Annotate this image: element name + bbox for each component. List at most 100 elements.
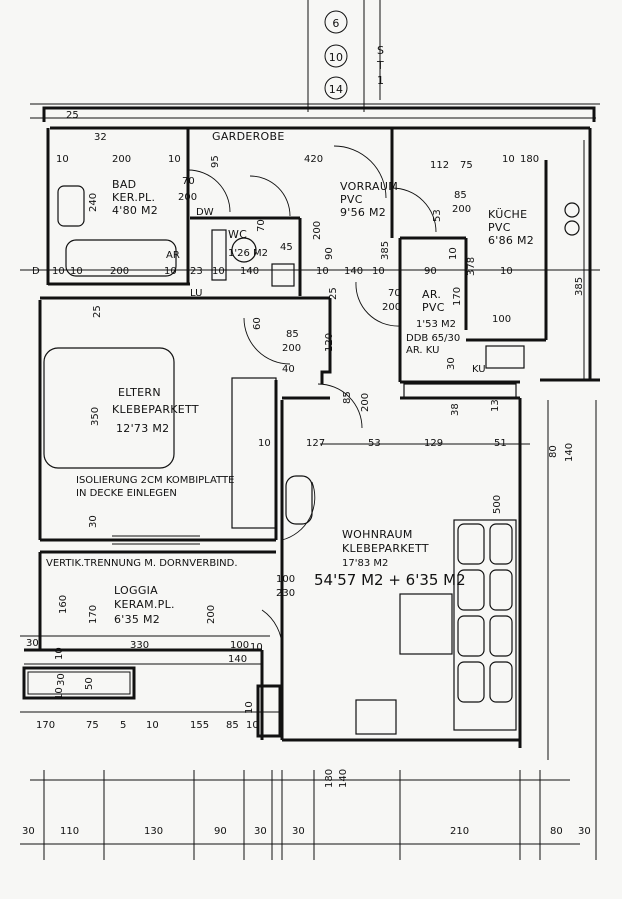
dim-label: 25 bbox=[328, 287, 339, 300]
dim-label: 378 bbox=[466, 257, 477, 276]
dim-label: 200 bbox=[452, 204, 471, 215]
room-floor-bad: KER.PL. bbox=[112, 191, 155, 204]
dim-label: 210 bbox=[450, 826, 469, 837]
dimension-lines bbox=[20, 117, 600, 860]
room-floor-ar: PVC bbox=[422, 301, 445, 314]
dim-label: 110 bbox=[60, 826, 79, 837]
dim-label: 75 bbox=[86, 720, 99, 731]
dim-label: 155 bbox=[190, 720, 209, 731]
room-name-garderobe: GARDEROBE bbox=[212, 130, 285, 143]
header-letter: T bbox=[376, 59, 384, 72]
circle-label: 14 bbox=[329, 83, 344, 96]
dim-label: 10 bbox=[212, 266, 225, 277]
dim-label: 90 bbox=[214, 826, 227, 837]
kitchen-sink-icon bbox=[485, 345, 525, 369]
dim-label: 10 bbox=[258, 438, 271, 449]
dim-label: 100 bbox=[492, 314, 511, 325]
dim-label: 200 bbox=[112, 154, 131, 165]
dim-label: 140 bbox=[338, 769, 349, 788]
tick-marks bbox=[43, 770, 541, 860]
dim-label: 140 bbox=[240, 266, 259, 277]
dim-label: 95 bbox=[210, 155, 221, 168]
dim-label: 30 bbox=[88, 515, 99, 528]
dim-label: 240 bbox=[88, 193, 99, 212]
dim-label: 330 bbox=[130, 640, 149, 651]
dim-label: 140 bbox=[228, 654, 247, 665]
header-letter: S bbox=[377, 44, 384, 57]
room-area-kueche: 6'86 M2 bbox=[488, 234, 534, 247]
dim-label: 30 bbox=[578, 826, 591, 837]
dim-label: 40 bbox=[282, 364, 295, 375]
header-strip: 6 10 14 S T 1 bbox=[307, 0, 384, 112]
dim-label: 70 bbox=[256, 219, 267, 232]
dim-label: 10 bbox=[52, 266, 65, 277]
fixtures bbox=[43, 185, 580, 735]
room-area-wohnraum: 17'83 M2 bbox=[342, 558, 388, 569]
dim-label: 38 bbox=[450, 403, 461, 416]
room-name-vorraum: VORRAUM bbox=[340, 180, 398, 193]
dim-label: 200 bbox=[382, 302, 401, 313]
dim-label: 129 bbox=[424, 438, 443, 449]
dim-label: 180 bbox=[324, 769, 335, 788]
dim-label: 30 bbox=[446, 357, 457, 370]
dim-label: 70 bbox=[388, 288, 401, 299]
room-floor-loggia: KERAM.PL. bbox=[114, 598, 175, 611]
dim-label: 30 bbox=[56, 673, 67, 686]
chair-icon bbox=[285, 475, 313, 525]
room-area-bad: 4'80 M2 bbox=[112, 204, 158, 217]
dim-label: 10 bbox=[316, 266, 329, 277]
wc-tank-icon bbox=[211, 229, 227, 281]
coffee-table-icon bbox=[399, 593, 453, 655]
circle-marker bbox=[324, 44, 348, 68]
dim-label: 80 bbox=[550, 826, 563, 837]
dim-label: 170 bbox=[36, 720, 55, 731]
dim-label: 385 bbox=[574, 277, 585, 296]
dim-label: 25 bbox=[92, 305, 103, 318]
note-ar-ku: AR. KU bbox=[406, 345, 439, 356]
dim-label: 50 bbox=[84, 677, 95, 690]
dim-label: 10 bbox=[168, 154, 181, 165]
label-ar: AR bbox=[166, 250, 180, 261]
notes: ISOLIERUNG 2CM KOMBIPLATTE IN DECKE EINL… bbox=[32, 207, 486, 569]
total-area: 54'57 M2 + 6'35 M2 bbox=[314, 571, 466, 589]
dim-label: 85 bbox=[226, 720, 239, 731]
dim-label: 140 bbox=[344, 266, 363, 277]
armchair-icon bbox=[355, 699, 397, 735]
dim-label: 200 bbox=[282, 343, 301, 354]
dim-label: 200 bbox=[206, 605, 217, 624]
dim-label: 10 bbox=[54, 687, 65, 700]
dim-label: 500 bbox=[492, 495, 503, 514]
dim-label: 70 bbox=[182, 176, 195, 187]
dimension-labels: 25 32 10 200 10 420 112 75 10 180 240 70… bbox=[22, 110, 591, 837]
room-floor-vorraum: PVC bbox=[340, 193, 363, 206]
label-lu: LU bbox=[190, 288, 202, 299]
dim-label: 60 bbox=[252, 317, 263, 330]
dim-label: 90 bbox=[324, 247, 335, 260]
dim-label: 53 bbox=[368, 438, 381, 449]
room-area-loggia: 6'35 M2 bbox=[114, 613, 160, 626]
dim-label: 120 bbox=[324, 333, 335, 352]
dim-label: 45 bbox=[280, 242, 293, 253]
sofa-icon bbox=[453, 519, 517, 731]
note-isolierung: IN DECKE EINLEGEN bbox=[76, 488, 177, 499]
dim-label: 200 bbox=[312, 221, 323, 240]
dim-label: 170 bbox=[88, 605, 99, 624]
toilet-icon bbox=[57, 185, 85, 227]
bed-icon bbox=[43, 347, 175, 469]
room-floor-eltern: KLEBEPARKETT bbox=[112, 403, 199, 416]
room-name-ar: AR. bbox=[422, 288, 441, 301]
dim-label: 25 bbox=[66, 110, 79, 121]
dim-label: 160 bbox=[58, 595, 69, 614]
dim-label: 53 bbox=[432, 209, 443, 222]
circle-label: 10 bbox=[329, 51, 344, 64]
note-ku: KU bbox=[472, 364, 486, 375]
dim-label: 200 bbox=[178, 192, 197, 203]
room-area-eltern: 12'73 M2 bbox=[116, 422, 169, 435]
circle-marker bbox=[324, 10, 348, 34]
dim-label: 10 bbox=[372, 266, 385, 277]
dim-label: 127 bbox=[306, 438, 325, 449]
dim-label: 13 bbox=[490, 399, 501, 412]
room-area-vorraum: 9'56 M2 bbox=[340, 206, 386, 219]
dim-label: 85 bbox=[286, 329, 299, 340]
dim-label: 10 bbox=[246, 720, 259, 731]
